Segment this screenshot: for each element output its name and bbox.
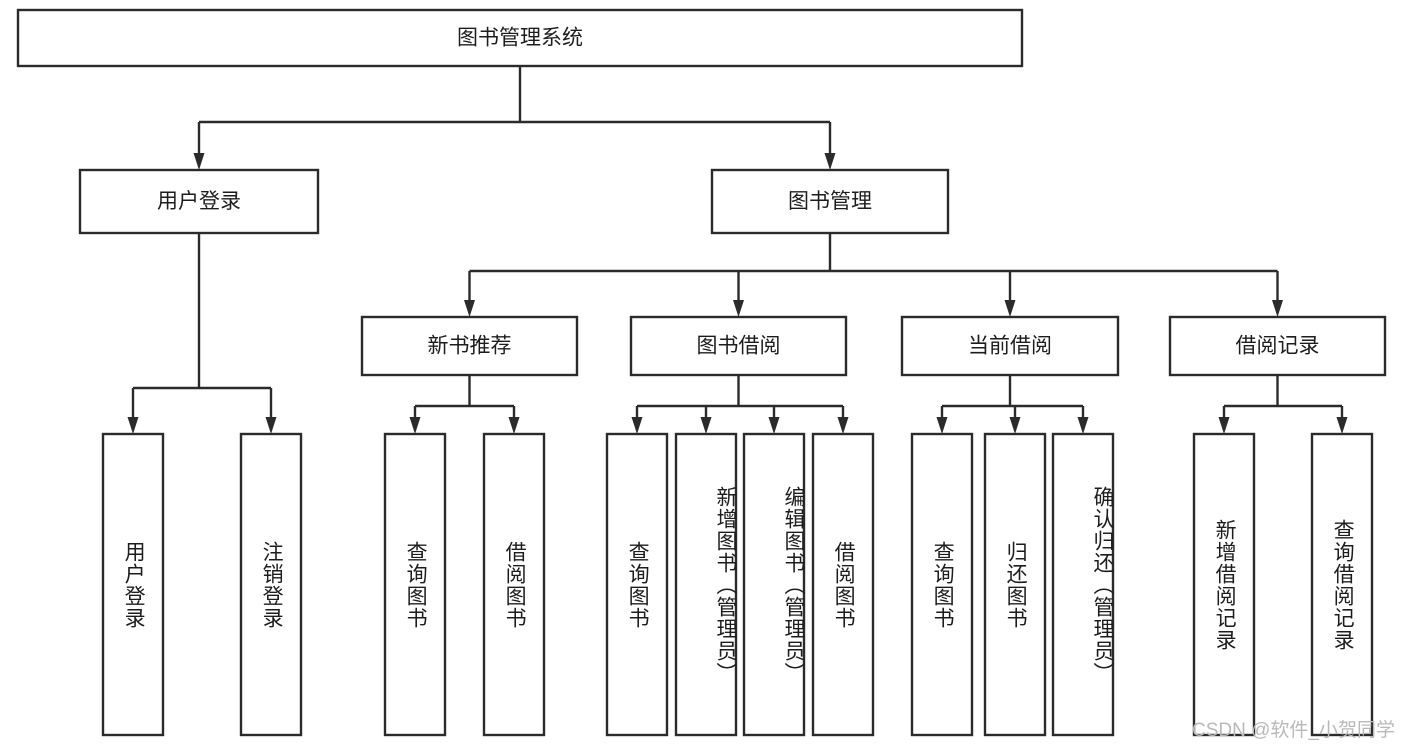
node-box-f7[interactable] [742,432,806,737]
node-f3[interactable] [383,432,447,737]
node-box-f3[interactable] [383,432,447,737]
node-label-l2a: 新书推荐 [428,335,512,358]
node-label-l2d: 借阅记录 [1236,335,1320,358]
node-f8[interactable] [811,432,875,737]
node-box-l2d[interactable] [1168,315,1387,377]
node-box-f9[interactable] [910,432,974,737]
node-box-f6[interactable] [674,432,738,737]
node-f13[interactable] [1310,432,1374,737]
node-box-f2[interactable] [239,432,303,737]
node-l2c[interactable] [900,315,1120,377]
node-label-root: 图书管理系统 [457,27,583,50]
node-box-f12[interactable] [1192,432,1256,737]
node-l2d[interactable] [1168,315,1387,377]
node-f5[interactable] [605,432,669,737]
node-box-f10[interactable] [983,432,1047,737]
node-box-root[interactable] [16,8,1024,68]
node-l2a[interactable] [360,315,579,377]
csdn-watermark: CSDN @软件_小贺同学 [1192,720,1395,741]
node-l1b[interactable] [710,168,950,235]
node-f1[interactable] [101,432,165,737]
node-box-l2b[interactable] [629,315,848,377]
node-label-l2b: 图书借阅 [697,335,781,358]
node-box-f8[interactable] [811,432,875,737]
node-f9[interactable] [910,432,974,737]
node-box-l2a[interactable] [360,315,579,377]
node-box-f11[interactable] [1051,432,1115,737]
node-box-f13[interactable] [1310,432,1374,737]
node-f7[interactable] [742,432,806,737]
edges-layer [127,66,1348,434]
node-f6[interactable] [674,432,738,737]
node-box-f1[interactable] [101,432,165,737]
node-box-l1b[interactable] [710,168,950,235]
node-f10[interactable] [983,432,1047,737]
node-f4[interactable] [482,432,546,737]
node-l1a[interactable] [78,168,320,235]
node-f12[interactable] [1192,432,1256,737]
node-box-l1a[interactable] [78,168,320,235]
node-f2[interactable] [239,432,303,737]
node-label-l1a: 用户登录 [157,190,241,213]
node-root[interactable] [16,8,1024,68]
node-label-l2c: 当前借阅 [968,335,1052,358]
node-box-l2c[interactable] [900,315,1120,377]
node-label-l1b: 图书管理 [788,190,872,213]
node-box-f4[interactable] [482,432,546,737]
node-l2b[interactable] [629,315,848,377]
node-box-f5[interactable] [605,432,669,737]
node-f11[interactable] [1051,432,1115,737]
